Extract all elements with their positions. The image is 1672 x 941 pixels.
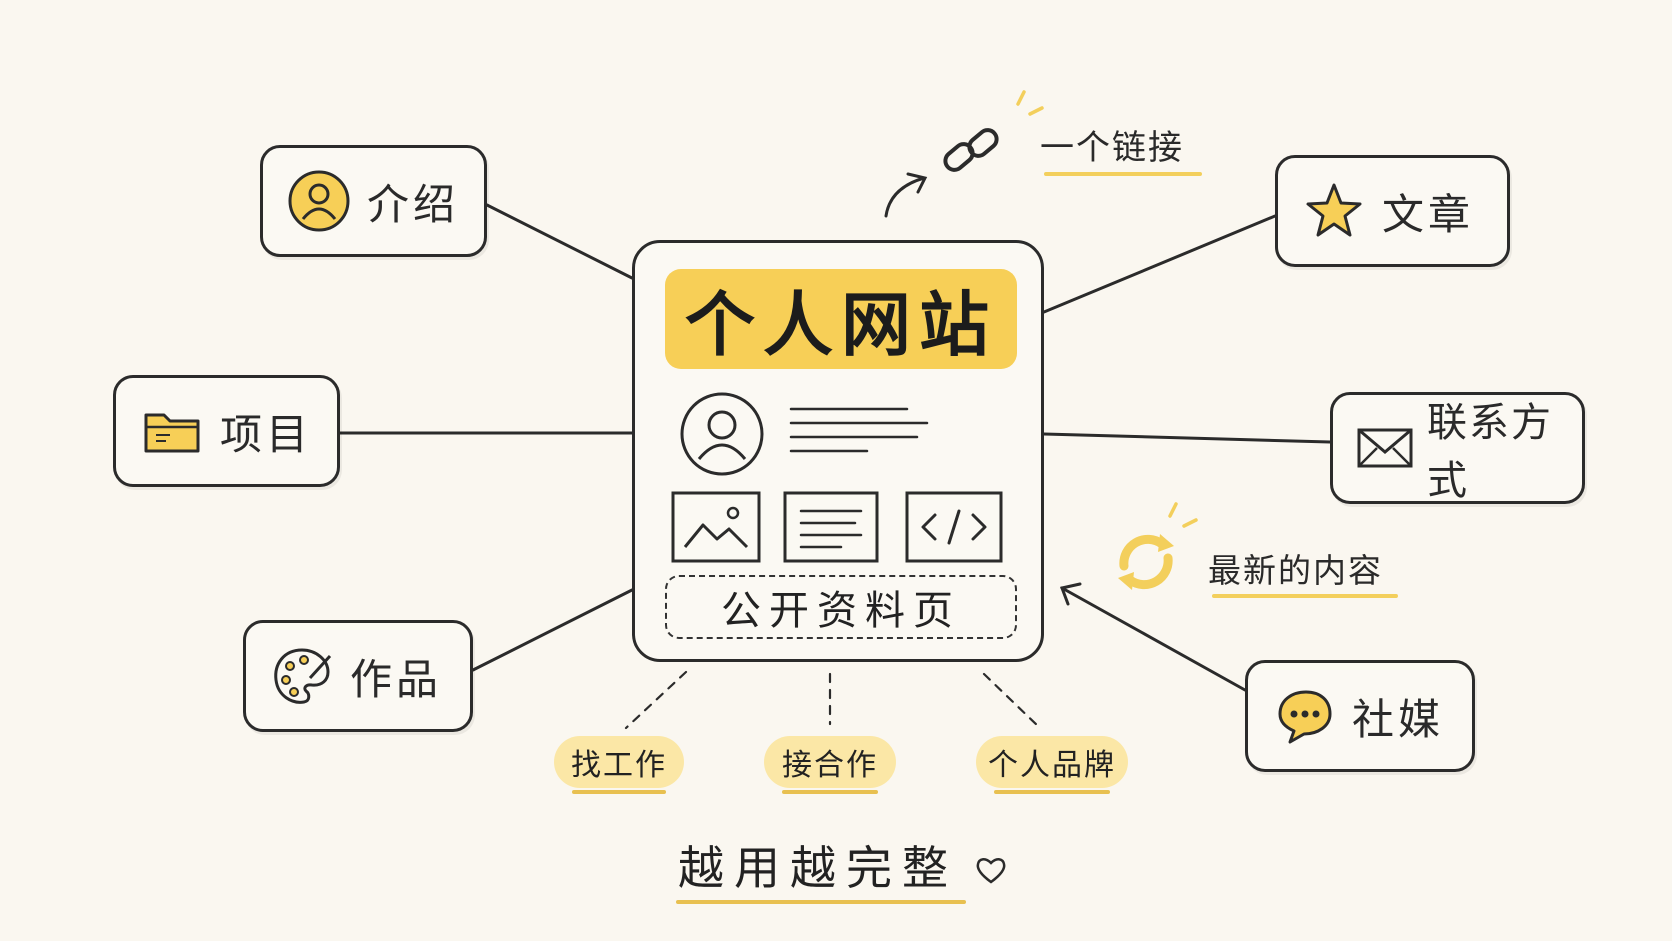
node-intro[interactable]: 介绍 xyxy=(260,145,487,257)
tag-personal-brand[interactable]: 个人品牌 xyxy=(976,736,1128,788)
connector-social xyxy=(1060,586,1247,692)
dash-tag-1 xyxy=(624,670,688,730)
public-profile-label: 公开资料页 xyxy=(665,575,1017,639)
link-arrow xyxy=(884,176,926,218)
underline-latest-content xyxy=(1212,594,1398,598)
palette-icon xyxy=(270,644,334,708)
connector-contact xyxy=(1042,432,1332,444)
chat-bubble-icon xyxy=(1272,684,1336,748)
text-tile-icon[interactable] xyxy=(783,491,879,563)
footer-text: 越用越完整 xyxy=(678,841,958,895)
tag-collaboration[interactable]: 接合作 xyxy=(764,736,896,788)
node-label-social: 社媒 xyxy=(1352,694,1445,744)
node-projects[interactable]: 项目 xyxy=(113,375,340,487)
profile-avatar-icon xyxy=(680,392,764,476)
node-label-projects: 项目 xyxy=(220,409,313,459)
heart-icon xyxy=(976,858,1006,884)
node-label-contact: 联系方式 xyxy=(1427,400,1553,504)
underline-one-link xyxy=(1044,172,1202,176)
tag-job-search[interactable]: 找工作 xyxy=(554,736,684,788)
star-icon xyxy=(1302,179,1366,243)
connector-intro xyxy=(485,203,634,280)
image-tile-icon[interactable] xyxy=(671,491,761,563)
chain-link-icon xyxy=(943,128,999,172)
link-arrowhead xyxy=(906,172,928,194)
node-works[interactable]: 作品 xyxy=(243,620,473,732)
arrowhead-social xyxy=(1059,582,1082,606)
connector-articles xyxy=(1042,214,1277,314)
refresh-icon xyxy=(1118,534,1174,590)
dash-tag-3 xyxy=(982,672,1042,730)
connector-works xyxy=(471,588,634,672)
center-title: 个人网站 xyxy=(665,269,1017,369)
code-tile-icon[interactable] xyxy=(905,491,1003,563)
callout-one-link: 一个链接 xyxy=(1040,128,1184,168)
node-label-intro: 介绍 xyxy=(367,179,460,229)
node-social[interactable]: 社媒 xyxy=(1245,660,1475,772)
footer-underline xyxy=(676,900,966,904)
folder-icon xyxy=(140,399,204,463)
node-label-articles: 文章 xyxy=(1382,189,1475,239)
center-card[interactable]: 个人网站 xyxy=(632,240,1044,662)
user-circle-icon xyxy=(287,169,351,233)
node-label-works: 作品 xyxy=(350,654,443,704)
envelope-icon xyxy=(1353,416,1417,480)
node-articles[interactable]: 文章 xyxy=(1275,155,1510,267)
profile-text-lines xyxy=(789,407,929,453)
node-contact[interactable]: 联系方式 xyxy=(1330,392,1585,504)
callout-latest-content: 最新的内容 xyxy=(1208,551,1383,590)
